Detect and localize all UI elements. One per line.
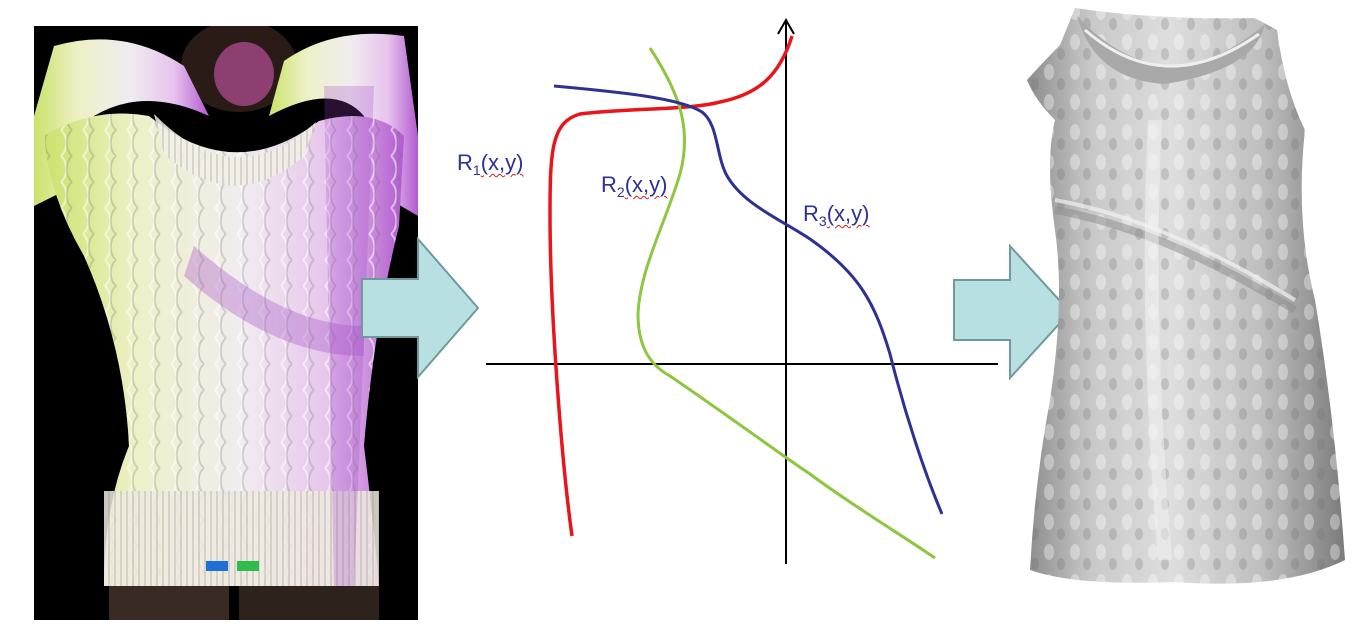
right-arrow-icon: [953, 243, 1072, 381]
label-r2: R2(x,y): [601, 172, 668, 200]
label-r1-base: R: [457, 150, 473, 175]
flow-arrow-1: [360, 236, 480, 380]
label-r2-sub: 2: [616, 184, 625, 200]
implicit-function-plot: [480, 14, 1000, 574]
curve-r1: [548, 35, 794, 537]
curve-r3: [553, 84, 944, 515]
label-r3-sub: 3: [818, 213, 827, 229]
label-r3-args: (x,y): [826, 201, 870, 226]
mesh-illustration: [1027, 8, 1345, 584]
label-r1-sub: 1: [472, 162, 481, 178]
photo-illustration: [34, 20, 418, 620]
input-photo: [34, 20, 418, 620]
label-r3-base: R: [803, 201, 819, 226]
label-r2-args: (x,y): [624, 172, 668, 197]
flow-arrow-2: [952, 243, 1072, 381]
reconstructed-mesh: [1015, 0, 1345, 600]
right-arrow-icon: [361, 236, 480, 380]
label-r1: R1(x,y): [457, 150, 524, 178]
plot-canvas: [486, 17, 998, 564]
label-r3: R3(x,y): [803, 201, 870, 229]
label-r2-base: R: [601, 172, 617, 197]
curve-r2: [636, 47, 936, 560]
label-r1-args: (x,y): [480, 150, 524, 175]
